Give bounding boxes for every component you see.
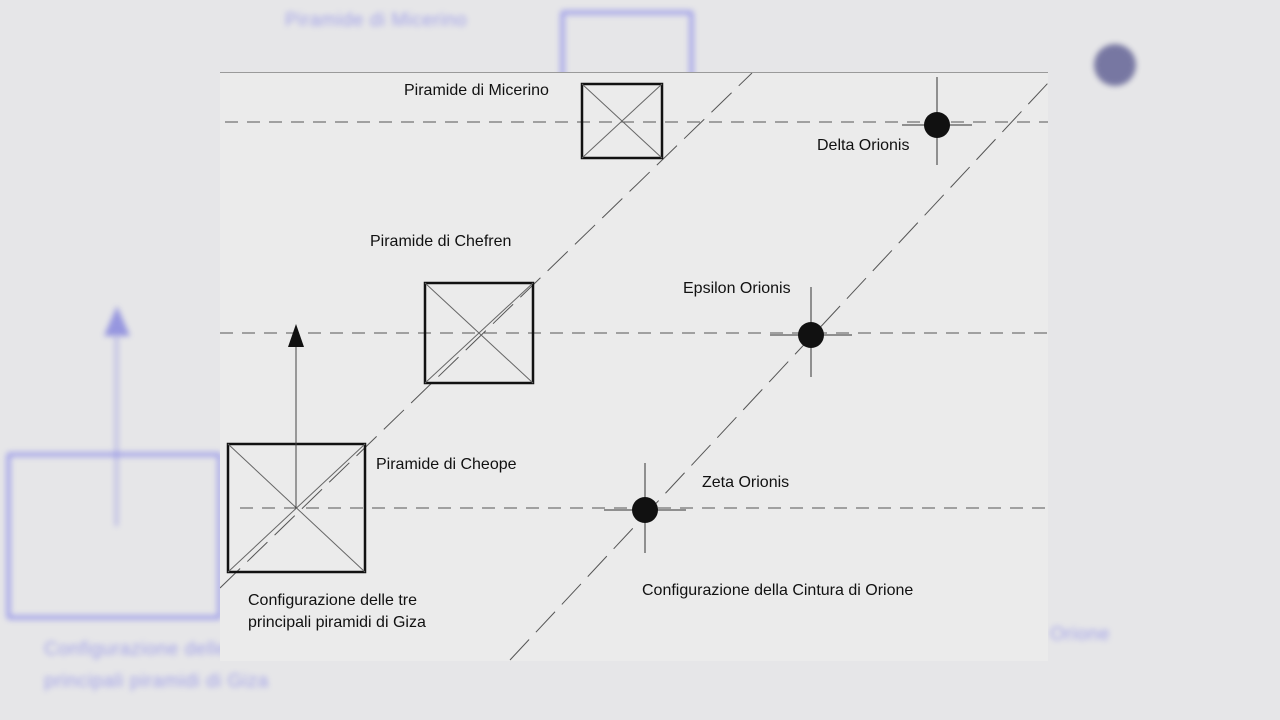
label-cheope: Piramide di Cheope bbox=[376, 456, 517, 473]
orion-diagonal-line bbox=[509, 82, 1048, 661]
north-arrow-icon bbox=[288, 324, 304, 508]
ghost-title-micerino: Piramide di Micerino bbox=[285, 10, 468, 31]
pyramid-diagonal-line bbox=[220, 73, 753, 589]
pyramid-square-micerino bbox=[580, 82, 664, 160]
ghost-square-cheope bbox=[6, 452, 222, 620]
star-icon-zeta bbox=[604, 463, 686, 553]
label-delta-orionis: Delta Orionis bbox=[817, 137, 910, 154]
pyramid-square-chefren bbox=[423, 281, 535, 385]
diagram-panel: Piramide di Micerino Piramide di Chefren… bbox=[220, 72, 1048, 661]
star-icon-epsilon bbox=[770, 287, 852, 377]
label-chefren: Piramide di Chefren bbox=[370, 233, 512, 250]
label-micerino: Piramide di Micerino bbox=[404, 82, 549, 99]
ghost-arrow-shaft bbox=[115, 336, 118, 526]
diagram-canvas bbox=[220, 73, 1048, 661]
star-icon-delta bbox=[902, 77, 972, 165]
caption-giza: Configurazione delle tre principali pira… bbox=[248, 592, 426, 631]
ghost-caption-orione: Orione bbox=[1050, 624, 1111, 645]
ghost-star-icon bbox=[1094, 44, 1136, 86]
caption-orione: Configurazione della Cintura di Orione bbox=[642, 582, 914, 599]
label-zeta-orionis: Zeta Orionis bbox=[702, 474, 790, 491]
ghost-arrow-icon bbox=[104, 306, 130, 336]
label-epsilon-orionis: Epsilon Orionis bbox=[683, 280, 791, 297]
